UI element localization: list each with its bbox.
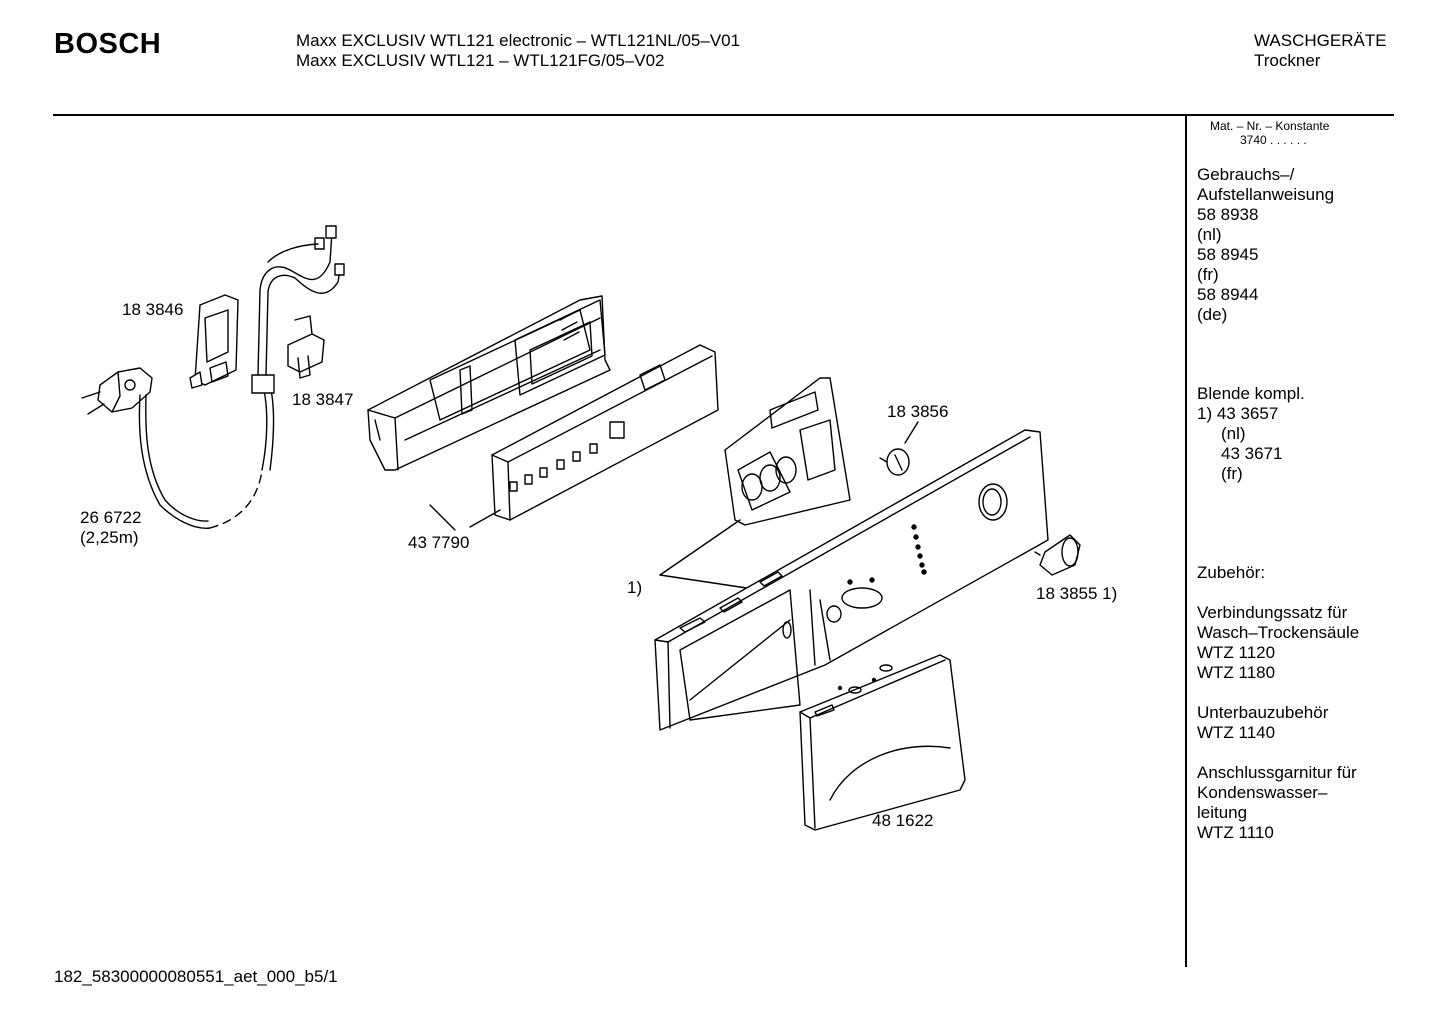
document-code: 182_58300000080551_aet_000_b5/1 (54, 967, 338, 986)
panel-block: Blende kompl. 1) 43 3657 (nl) 43 3671 (f… (1197, 384, 1397, 484)
accessory-line: leitung (1197, 803, 1248, 822)
accessory-line: WTZ 1110 (1197, 823, 1274, 842)
manual-entry: 58 8945 (1197, 245, 1259, 264)
accessory-line: WTZ 1120 (1197, 643, 1276, 662)
exploded-diagram (81, 225, 1081, 831)
manual-title-1: Gebrauchs–/ (1197, 165, 1295, 184)
matnr-block: Mat. – Nr. – Konstante 3740 . . . . . . (1210, 119, 1397, 147)
part-label-437790: 43 7790 (408, 533, 470, 552)
small-knob-drawing (879, 421, 919, 476)
leader-line (469, 509, 501, 528)
electronic-board-drawing (491, 344, 719, 521)
panel-title: Blende kompl. (1197, 384, 1305, 403)
matnr-value: 3740 . . . . . . (1240, 133, 1307, 147)
door-drawing (799, 654, 966, 831)
part-label-266722: 26 6722 (80, 508, 142, 527)
accessory-line: WTZ 1140 (1197, 723, 1276, 742)
category-info: WASCHGERÄTE Trockner (1254, 31, 1387, 71)
display-module-drawing (724, 377, 851, 526)
fascia-panel-drawing (654, 429, 1049, 731)
manual-title-2: Aufstellanweisung (1197, 185, 1335, 204)
sidebar: Mat. – Nr. – Konstante 3740 . . . . . . … (1197, 115, 1397, 843)
part-label-183846: 18 3846 (122, 300, 184, 319)
panel-line: 43 3671 (1221, 444, 1283, 463)
part-label-183855: 18 3855 1) (1036, 584, 1118, 603)
bracket-drawing (189, 294, 239, 389)
manual-entry: 58 8944 (1197, 285, 1259, 304)
panel-line: (fr) (1221, 464, 1243, 483)
part-label-183847: 18 3847 (292, 390, 354, 409)
leader-line (429, 504, 456, 531)
manual-entry: (de) (1197, 305, 1228, 324)
model-info: Maxx EXCLUSIV WTL121 electronic – WTL121… (296, 31, 740, 71)
part-label-481622: 48 1622 (872, 811, 934, 830)
header-divider (53, 114, 1394, 116)
leader-line (659, 519, 741, 576)
sidebar-divider (1185, 115, 1187, 967)
accessories-block: Zubehör: Verbindungssatz für Wasch–Trock… (1197, 563, 1397, 843)
brand-logo: BOSCH (54, 28, 162, 60)
manual-entry: (nl) (1197, 225, 1222, 244)
leader-line (659, 574, 761, 591)
part-label-footnote-1: 1) (627, 578, 643, 597)
accessory-line: WTZ 1180 (1197, 663, 1276, 682)
accessory-line: Anschlussgarnitur für (1197, 763, 1357, 782)
control-frame-drawing (367, 295, 611, 471)
accessories-title: Zubehör: (1197, 563, 1266, 582)
connector-drawing (287, 315, 325, 379)
category: WASCHGERÄTE (1254, 31, 1387, 50)
subcategory: Trockner (1254, 51, 1321, 70)
manual-entry: (fr) (1197, 265, 1219, 284)
power-cable-drawing (81, 225, 345, 529)
part-label-266722-length: (2,25m) (80, 528, 139, 547)
model-line-2: Maxx EXCLUSIV WTL121 – WTL121FG/05–V02 (296, 51, 665, 70)
manual-block: Gebrauchs–/ Aufstellanweisung 58 8938 (n… (1197, 165, 1397, 325)
knob-drawing (1034, 534, 1081, 576)
panel-line: 1) 43 3657 (1197, 404, 1279, 423)
accessory-line: Unterbauzubehör (1197, 703, 1329, 722)
part-label-183856: 18 3856 (887, 402, 949, 421)
accessory-line: Kondenswasser– (1197, 783, 1328, 802)
accessory-line: Wasch–Trockensäule (1197, 623, 1360, 642)
accessory-line: Verbindungssatz für (1197, 603, 1348, 622)
matnr-label: Mat. – Nr. – Konstante (1210, 119, 1330, 133)
panel-line: (nl) (1221, 424, 1246, 443)
model-line-1: Maxx EXCLUSIV WTL121 electronic – WTL121… (296, 31, 741, 50)
manual-entry: 58 8938 (1197, 205, 1259, 224)
